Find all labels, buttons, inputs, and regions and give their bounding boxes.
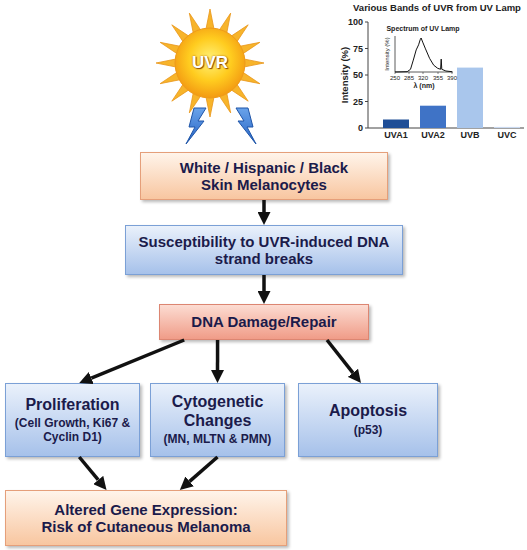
box-text: White / Hispanic / Black Skin Melanocyte… xyxy=(172,159,357,194)
outcome-box: Apoptosis (p53) xyxy=(298,383,438,457)
box-detail: (MN, MLTN & PMN) xyxy=(156,433,279,447)
lightning-bolts xyxy=(186,108,256,144)
outcome-box: Proliferation (Cell Growth, Ki67 & Cyclin… xyxy=(5,383,140,457)
axis-title: Intensity (%) xyxy=(384,37,390,70)
tick-label: 250 xyxy=(390,75,400,81)
sun-source: UVR xyxy=(155,8,265,118)
box-detail: (p53) xyxy=(305,424,431,438)
flow-arrow xyxy=(190,457,218,481)
tick-marks xyxy=(365,22,368,128)
tick-label: 390 xyxy=(447,75,457,81)
process-box: DNA Damage/Repair xyxy=(159,304,369,340)
box-text: Altered Gene Expression: Risk of Cutaneo… xyxy=(39,501,253,536)
box-heading: Apoptosis xyxy=(304,402,432,420)
sun-ray xyxy=(206,9,215,30)
flow-arrow xyxy=(216,340,220,370)
flow-arrow xyxy=(91,340,184,378)
spectrum-inset xyxy=(395,36,453,74)
tick-label: 355 xyxy=(433,75,443,81)
bar-label: UVA1 xyxy=(384,131,407,140)
bar xyxy=(457,68,483,128)
inset-title: Spectrum of UV Lamp xyxy=(386,25,459,32)
bar-label: UVC xyxy=(497,131,516,140)
inset-y-axis xyxy=(395,36,396,72)
box-heading: Proliferation xyxy=(10,396,135,414)
tick-label: 100 xyxy=(348,18,363,27)
tick-label: 0 xyxy=(358,124,363,133)
axis-title: Intensity (%) xyxy=(340,47,350,103)
flow-arrow xyxy=(327,340,353,373)
box-text: Susceptibility to UVR-induced DNA strand… xyxy=(133,233,395,268)
source-label: UVR xyxy=(170,53,250,73)
box-heading: Cytogenetic Changes xyxy=(155,393,280,430)
sun-ray xyxy=(206,96,215,117)
flow-arrow xyxy=(79,457,98,480)
bar xyxy=(494,127,520,128)
box-detail: (Cell Growth, Ki67 & Cyclin D1) xyxy=(11,417,134,445)
tick-label: 50 xyxy=(353,71,363,80)
tick-label: 75 xyxy=(353,44,363,53)
tick-label: 285 xyxy=(404,75,414,81)
flow-arrow xyxy=(262,275,266,291)
flow-arrow xyxy=(262,200,266,212)
lightning-bolt xyxy=(186,108,206,144)
bar-label: UVA2 xyxy=(421,131,444,140)
bar-chart xyxy=(365,22,524,128)
bar xyxy=(420,106,446,128)
process-box: Susceptibility to UVR-induced DNA strand… xyxy=(125,225,403,275)
sun-ray xyxy=(243,59,264,68)
spectrum-curve xyxy=(395,38,452,72)
outcome-box: Cytogenetic Changes (MN, MLTN & PMN) xyxy=(150,383,285,457)
box-text: DNA Damage/Repair xyxy=(164,313,364,330)
sun-ray xyxy=(156,59,177,68)
tick-label: 25 xyxy=(353,97,363,106)
tick-label: 320 xyxy=(418,75,428,81)
axis-title: λ (nm) xyxy=(414,82,435,89)
process-box: White / Hispanic / Black Skin Melanocyte… xyxy=(140,152,388,200)
bar-label: UVB xyxy=(460,131,479,140)
chart-title: Various Bands of UVR from UV Lamp xyxy=(353,3,521,13)
bar xyxy=(383,120,409,129)
inset-ticks xyxy=(395,72,452,74)
lightning-bolt xyxy=(236,108,256,144)
result-box: Altered Gene Expression: Risk of Cutaneo… xyxy=(5,490,287,546)
